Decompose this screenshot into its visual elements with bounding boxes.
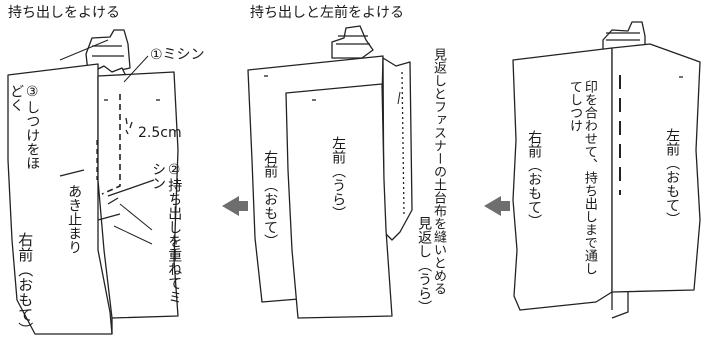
leader-stop	[113, 225, 153, 245]
label-measurement: 2.5cm	[138, 125, 182, 141]
arrow-middle-to-left-icon	[222, 196, 248, 216]
panel-middle-art	[247, 25, 413, 319]
caption-left: 持ち出しをよける	[8, 5, 120, 21]
label-step3-remove-basting: ③しつけをほどく	[8, 84, 41, 170]
label-left-front-back: 左前（うら）	[330, 136, 347, 220]
leader-stop-2	[119, 203, 153, 231]
label-right-front-face-left: 右前（おもて）	[16, 232, 35, 337]
panel-right-art	[512, 21, 701, 319]
leader-facing-note	[397, 91, 401, 105]
label-step2-overlap-sew: ②持ち出しを重ねてミシン	[150, 162, 183, 304]
label-right-front-face-right: 右前（おもて）	[526, 130, 543, 228]
panel-left-art	[7, 29, 179, 335]
leader-step1	[123, 55, 149, 83]
label-facing-back: 見返し（うら）	[416, 216, 433, 314]
label-basting-note: 印を合わせて、持ち出しまで通してしつけ	[566, 80, 597, 275]
label-opening-stop: あき止まり	[66, 184, 83, 254]
label-left-front-face-right: 左前（おもて）	[664, 128, 681, 226]
label-step1-sewing: ①ミシン	[150, 47, 205, 63]
arrow-right-to-middle-icon	[484, 196, 510, 216]
label-facing-zipper-note: 見返しとファスナーの土台布を縫いとめる	[430, 48, 446, 295]
leader-caption-left	[59, 39, 109, 61]
arrow-icons	[222, 196, 510, 216]
label-right-front-face-middle: 右前（おもて）	[262, 150, 279, 248]
caption-middle: 持ち出しと左前をよける	[250, 5, 404, 21]
